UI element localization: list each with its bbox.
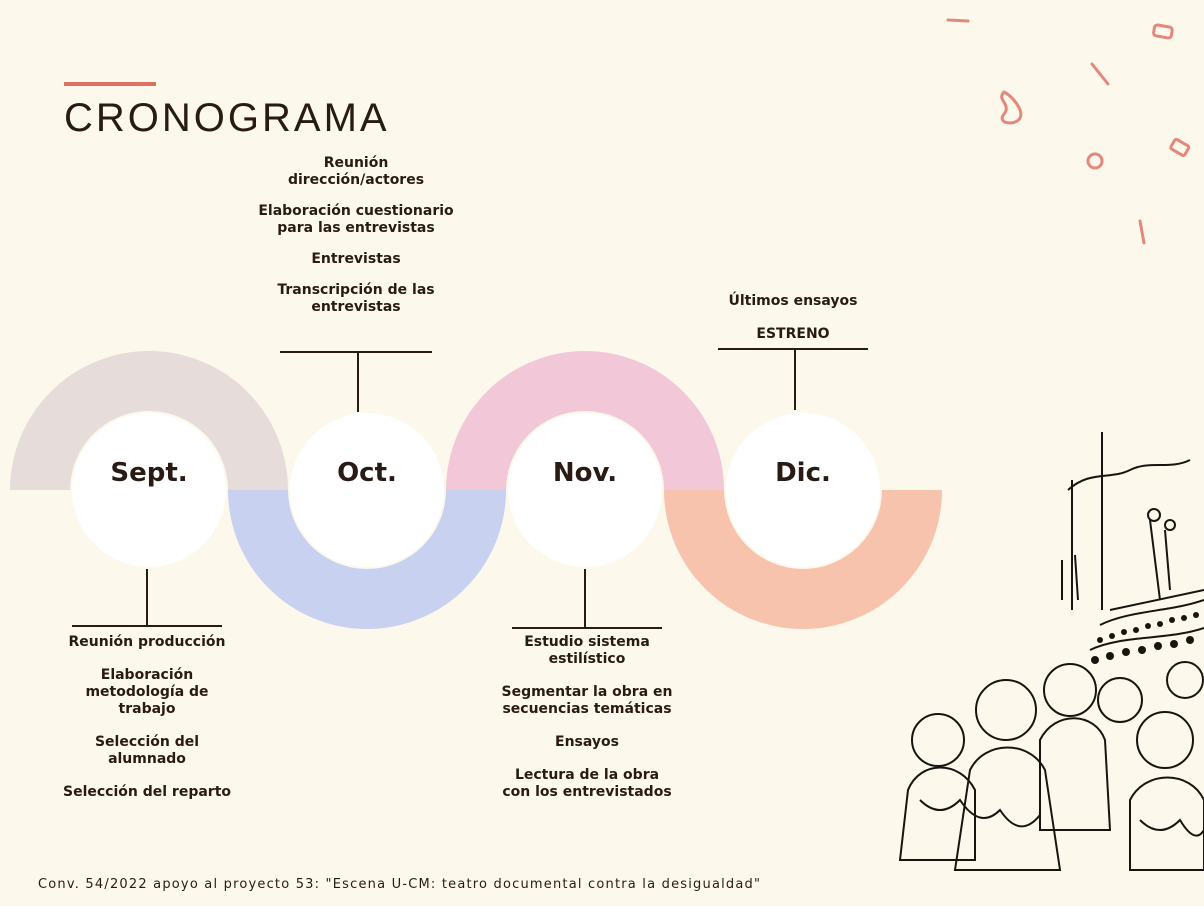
month-label-sept: Sept. [110, 458, 188, 488]
task-item: Reunión dirección/actores [287, 155, 425, 188]
task-item: Selección del alumnado [94, 734, 200, 767]
confetti-decoration [946, 18, 1191, 245]
footer-credit: Conv. 54/2022 apoyo al proyecto 53: "Esc… [38, 877, 762, 892]
dic-arc [664, 490, 942, 629]
sept-circle [72, 413, 226, 567]
task-item: Transcripción de las entrevistas [277, 282, 435, 315]
task-item: Lectura de la obra con los entrevistados [502, 767, 672, 800]
task-item: Selección del reparto [63, 784, 231, 800]
task-item: Últimos ensayos [728, 293, 858, 309]
month-label-nov: Nov. [552, 458, 618, 488]
sept-task-list: Reunión producción Elaboración metodolog… [42, 634, 252, 817]
crowd-texture [1091, 612, 1199, 664]
task-item: Reunión producción [68, 634, 226, 650]
task-item: Elaboración metodología de trabajo [85, 667, 209, 717]
task-item: Entrevistas [311, 251, 401, 267]
nov-circle [508, 413, 662, 567]
connectors [72, 348, 868, 629]
sept-arc [10, 351, 288, 490]
nov-task-list: Estudio sistema estilístico Segmentar la… [482, 634, 692, 817]
oct-circle [290, 413, 444, 567]
nov-arc [446, 351, 724, 490]
theater-audience-illustration [898, 432, 1204, 871]
title-accent-line [64, 82, 156, 86]
month-label-dic: Dic. [775, 458, 831, 488]
task-item: Elaboración cuestionario para las entrev… [258, 203, 454, 236]
month-label-oct: Oct. [337, 458, 397, 488]
task-item: Estudio sistema estilístico [524, 634, 650, 667]
task-item: Ensayos [555, 734, 619, 750]
page-title: CRONOGRAMA [64, 96, 390, 140]
dic-task-list: Últimos ensayos ESTRENO [688, 293, 898, 359]
oct-task-list: Reunión dirección/actores Elaboración cu… [250, 155, 462, 332]
dic-circle [726, 413, 880, 567]
task-item: Segmentar la obra en secuencias temática… [501, 684, 673, 717]
task-item: ESTRENO [756, 326, 830, 342]
oct-arc [228, 490, 506, 629]
